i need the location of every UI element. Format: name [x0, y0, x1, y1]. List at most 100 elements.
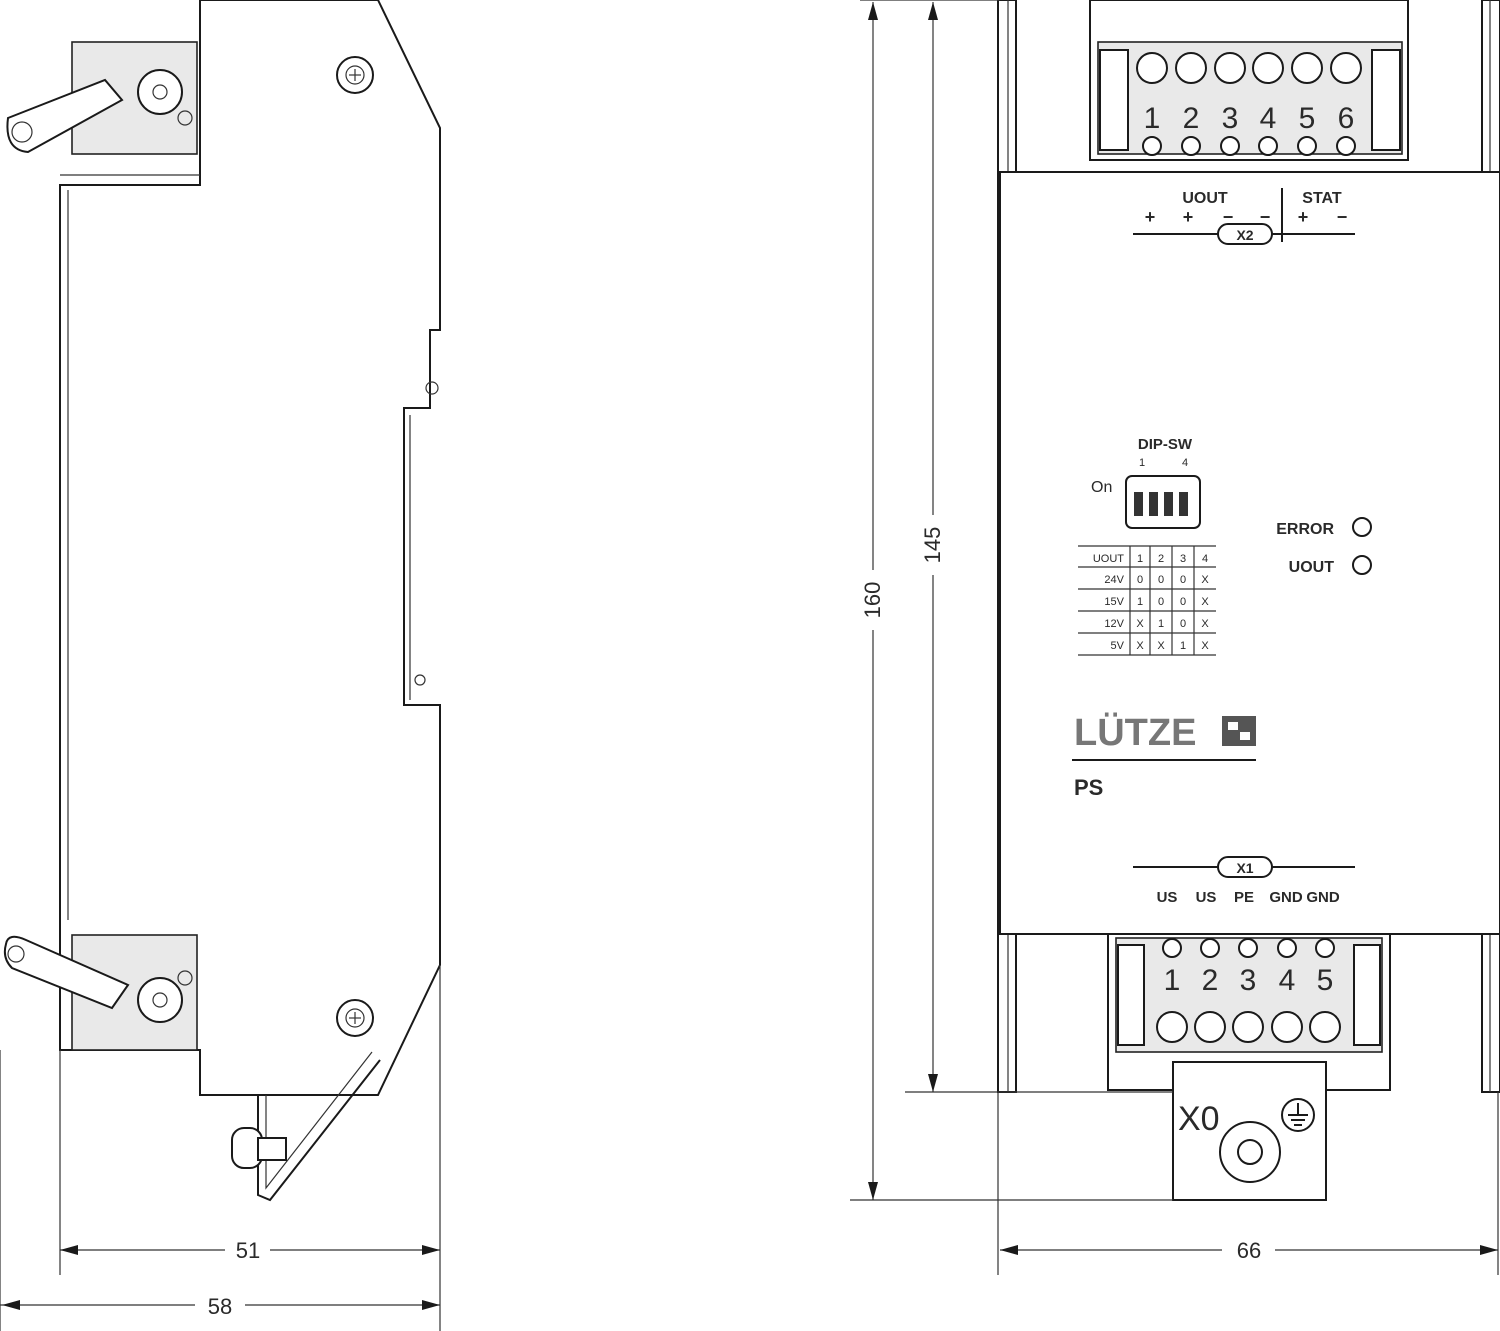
terminal-release-icon	[1220, 136, 1240, 156]
pe-clip	[231, 1051, 381, 1202]
dim-58-label: 58	[208, 1294, 232, 1319]
dip-table-cell: X	[1201, 574, 1209, 586]
top-terminal-number: 5	[1299, 102, 1316, 135]
terminal-screw-icon	[1232, 1011, 1264, 1043]
label-us-1: US	[1157, 889, 1178, 906]
terminal-release-icon	[1200, 938, 1220, 958]
stat-label: STAT	[1302, 190, 1342, 207]
x2-label: X2	[1236, 227, 1253, 243]
terminal-release-icon	[1297, 136, 1317, 156]
dip-pos-left: 1	[1139, 457, 1145, 469]
uout-label: UOUT	[1182, 190, 1228, 207]
dip-table-cell: 1	[1180, 640, 1186, 652]
bottom-terminal-number: 5	[1317, 964, 1334, 997]
dip-table-cell: 0	[1158, 574, 1164, 586]
front-body	[999, 171, 1500, 935]
screw-icon	[336, 999, 374, 1037]
label-gnd-1: GND	[1269, 889, 1303, 906]
product-label: PS	[1074, 775, 1103, 800]
label-us-2: US	[1196, 889, 1217, 906]
bottom-terminal-number: 2	[1202, 964, 1219, 997]
ground-block: X0	[1172, 1061, 1327, 1201]
x0-label: X0	[1178, 1100, 1220, 1138]
dip-table-cell: X	[1201, 618, 1209, 630]
brand-text: LÜTZE	[1074, 711, 1196, 754]
x1-label: X1	[1236, 860, 1253, 876]
screw-icon	[336, 56, 374, 94]
terminal-release-icon	[1336, 136, 1356, 156]
dip-table-cell: 0	[1158, 596, 1164, 608]
dip-table-cell: X	[1136, 640, 1144, 652]
terminal-screw-icon	[1214, 52, 1246, 84]
dip-table-cell: UOUT	[1093, 553, 1124, 565]
dip-table-cell: 5V	[1111, 640, 1125, 652]
terminal-screw-icon	[1156, 1011, 1188, 1043]
dip-table-cell: 12V	[1104, 618, 1124, 630]
dimension-145: 145	[920, 2, 945, 1092]
sign-2: +	[1183, 207, 1194, 227]
top-terminal-number: 2	[1183, 102, 1200, 135]
dip-table-cell: X	[1136, 618, 1144, 630]
bottom-terminal-number: 3	[1240, 964, 1257, 997]
dip-table-cell: X	[1157, 640, 1165, 652]
sign-5: +	[1298, 207, 1309, 227]
top-terminal-number: 6	[1338, 102, 1355, 135]
terminal-screw-icon	[1330, 52, 1362, 84]
terminal-screw-icon	[1271, 1011, 1303, 1043]
dip-table-cell: X	[1201, 640, 1209, 652]
sign-3: −	[1223, 207, 1234, 227]
dip-table-cell: 0	[1137, 574, 1143, 586]
dip-table-cell: 1	[1158, 618, 1164, 630]
uout-led-icon	[1352, 555, 1372, 575]
bottom-latch	[3, 934, 198, 1051]
dip-table-cell: 3	[1180, 553, 1186, 565]
terminal-screw-icon	[1194, 1011, 1226, 1043]
dim-160-label: 160	[860, 582, 885, 619]
top-latch	[6, 41, 198, 155]
led-panel: ERROR UOUT	[1276, 517, 1372, 576]
error-led-icon	[1352, 517, 1372, 537]
dip-table-cell: 15V	[1104, 596, 1124, 608]
top-labels: UOUT STAT + + − − + − X2	[1133, 188, 1355, 245]
side-housing-outline	[59, 0, 441, 1096]
sign-4: −	[1260, 207, 1271, 227]
terminal-screw-icon	[1175, 52, 1207, 84]
dim-51-label: 51	[236, 1238, 260, 1263]
dip-on-label: On	[1091, 479, 1112, 496]
dip-title: DIP-SW	[1138, 436, 1193, 453]
bottom-terminal-number: 4	[1279, 964, 1296, 997]
dim-66-label: 66	[1237, 1238, 1261, 1263]
terminal-release-icon	[1238, 938, 1258, 958]
sign-6: −	[1337, 207, 1348, 227]
dip-table-cell: 0	[1180, 618, 1186, 630]
dip-table-cell: 0	[1180, 574, 1186, 586]
dip-table-cell: X	[1201, 596, 1209, 608]
dip-table-cell: 2	[1158, 553, 1164, 565]
top-terminal-number: 4	[1260, 102, 1277, 135]
brand-mark-icon	[1222, 716, 1256, 746]
side-view: 51 58	[0, 0, 441, 1331]
brand-logo: LÜTZE PS	[1072, 711, 1256, 800]
error-led-label: ERROR	[1276, 521, 1334, 538]
dip-switch: DIP-SW 1 4 On	[1091, 436, 1201, 529]
terminal-release-icon	[1258, 136, 1278, 156]
terminal-release-icon	[1142, 136, 1162, 156]
dip-table-cell: 0	[1180, 596, 1186, 608]
terminal-release-icon	[1162, 938, 1182, 958]
dip-pos-right: 4	[1182, 457, 1188, 469]
dip-table-cell: 1	[1137, 553, 1143, 565]
terminal-release-icon	[1315, 938, 1335, 958]
dimension-160: 160	[860, 2, 885, 1200]
terminal-screw-icon	[1136, 52, 1168, 84]
top-terminal-number: 1	[1144, 102, 1161, 135]
bottom-labels: X1 US US PE GND GND	[1133, 856, 1355, 906]
bottom-terminal-number: 1	[1164, 964, 1181, 997]
sign-1: +	[1145, 207, 1156, 227]
dip-table-cell: 1	[1137, 596, 1143, 608]
label-gnd-2: GND	[1306, 889, 1340, 906]
